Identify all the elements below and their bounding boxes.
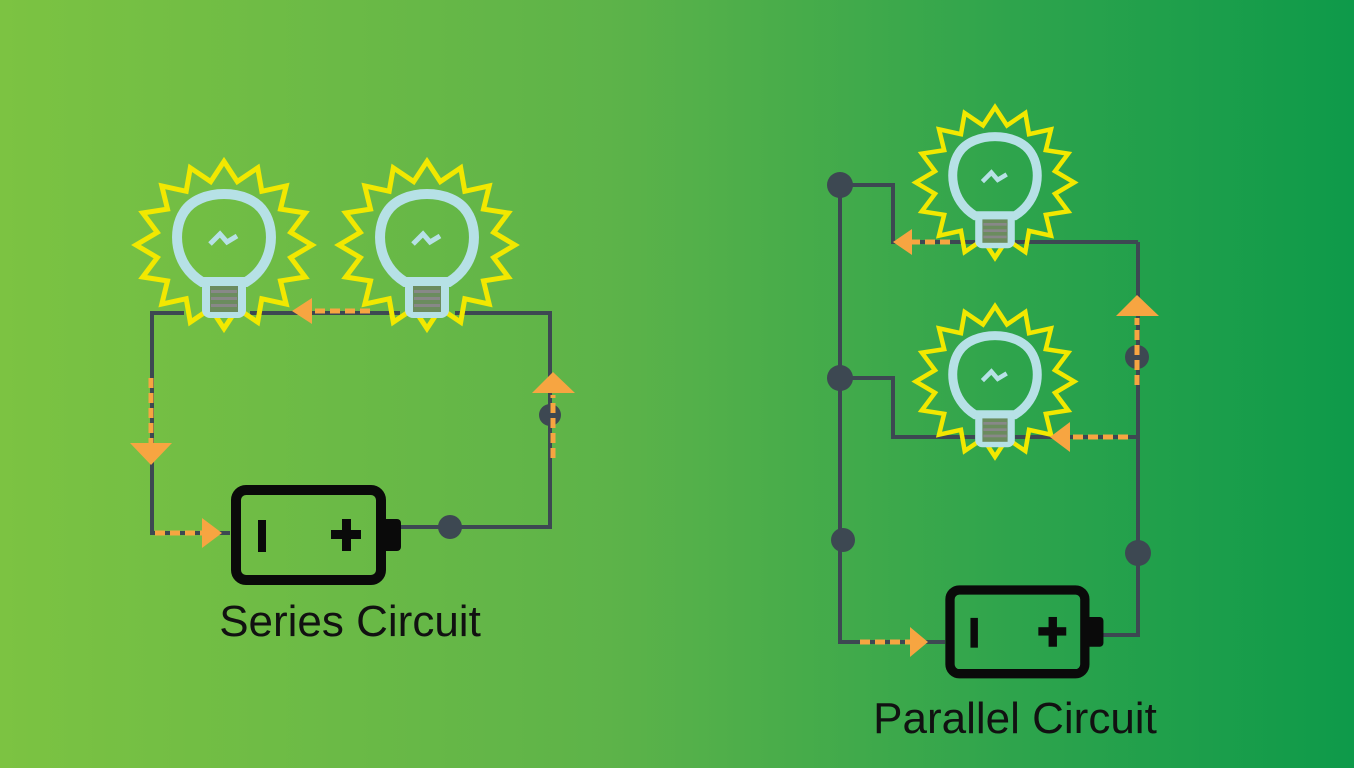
light-bulb-icon xyxy=(136,161,312,328)
current-arrows xyxy=(860,229,1159,657)
junction-dot xyxy=(831,528,855,552)
junction-dot xyxy=(827,172,853,198)
light-bulb-icon xyxy=(339,161,515,328)
parallel-circuit-label: Parallel Circuit xyxy=(873,694,1157,743)
arrow-down-icon xyxy=(130,443,172,465)
series-circuit: Series Circuit xyxy=(130,161,575,646)
junction-dot xyxy=(827,365,853,391)
arrow-right-icon xyxy=(910,627,928,657)
arrow-left-icon xyxy=(292,298,312,324)
light-bulb-icon xyxy=(916,306,1074,456)
junction-dot xyxy=(438,515,462,539)
arrow-right-icon xyxy=(202,518,222,548)
light-bulb-icon xyxy=(916,107,1074,257)
junction-dot xyxy=(539,404,561,426)
series-wires xyxy=(150,311,552,535)
series-circuit-label: Series Circuit xyxy=(219,597,481,646)
arrow-up-icon xyxy=(1116,295,1159,316)
battery-icon xyxy=(236,490,401,580)
arrow-left-icon xyxy=(1050,422,1070,452)
arrow-up-icon xyxy=(532,372,575,393)
current-arrows xyxy=(130,298,575,548)
junction-dot xyxy=(1125,345,1149,369)
battery-icon xyxy=(950,590,1103,674)
junction-dot xyxy=(1125,540,1151,566)
parallel-circuit: Parallel Circuit xyxy=(827,107,1159,743)
arrow-left-icon xyxy=(893,229,912,255)
